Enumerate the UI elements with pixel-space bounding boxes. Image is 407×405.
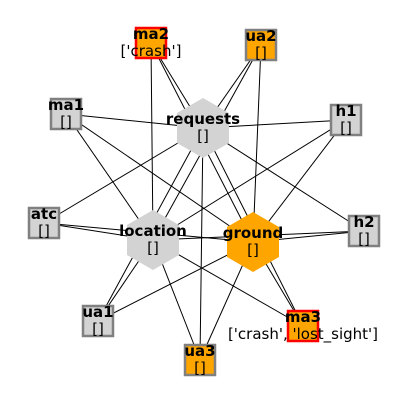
node-ma1-square	[49, 97, 83, 131]
node-h1-square	[329, 103, 363, 137]
node-h1-name: h1	[335, 102, 356, 120]
node-ua2: ua2[]	[244, 27, 278, 62]
node-ua3-square	[183, 343, 217, 377]
node-ma1-value: []	[60, 113, 72, 131]
node-ground-name: ground	[223, 224, 284, 242]
node-location-name: location	[119, 222, 187, 240]
node-ma3-name: ma3	[285, 308, 321, 326]
node-atc-name: atc	[31, 205, 57, 223]
nodes: requests[]location[]ground[]ma2['crash']…	[27, 25, 381, 377]
node-ma1: ma1[]	[48, 96, 84, 131]
node-requests: requests[]	[166, 98, 240, 158]
edge-requests-ua3	[199, 127, 204, 361]
node-atc-square	[27, 206, 61, 240]
node-ua1-value: []	[92, 320, 104, 338]
node-h2-square	[347, 214, 381, 248]
node-ua3-value: []	[194, 359, 206, 377]
node-requests-hexagon	[177, 98, 229, 158]
node-ma2: ma2['crash']	[121, 25, 182, 60]
node-location-hexagon	[127, 210, 179, 270]
node-h2-value: []	[358, 230, 370, 248]
node-ua2-name: ua2	[245, 27, 276, 45]
node-h2-name: h2	[353, 213, 374, 231]
node-requests-name: requests	[166, 110, 240, 128]
edge-requests-atc	[43, 127, 204, 224]
node-h1-value: []	[340, 119, 352, 137]
node-location: location[]	[119, 210, 187, 270]
node-h1: h1[]	[329, 102, 363, 137]
node-ground: ground[]	[223, 212, 284, 272]
edge-ground-ma1	[65, 113, 254, 243]
node-ma2-value: ['crash']	[121, 42, 182, 60]
node-ma3-value: ['crash', 'lost_sight']	[228, 325, 378, 344]
edge-requests-h2	[202, 127, 365, 232]
node-ua1-square	[81, 304, 115, 338]
node-location-value: []	[147, 239, 159, 257]
node-ua2-square	[244, 28, 278, 62]
edge-location-h1	[152, 119, 347, 241]
edge-ground-ua2	[252, 44, 262, 243]
node-ua3: ua3[]	[183, 342, 217, 377]
node-ma2-square	[134, 26, 168, 60]
node-ua2-value: []	[255, 44, 267, 62]
node-ma3: ma3['crash', 'lost_sight']	[228, 308, 378, 344]
node-ground-value: []	[247, 241, 259, 259]
edge-location-ma2	[150, 42, 154, 241]
node-atc: atc[]	[27, 205, 61, 240]
node-ma3-square	[286, 309, 320, 343]
node-ua1-name: ua1	[82, 303, 113, 321]
node-ground-hexagon	[227, 212, 279, 272]
node-ma1-name: ma1	[48, 96, 84, 114]
node-ma2-name: ma2	[133, 25, 169, 43]
node-ua1: ua1[]	[81, 303, 115, 338]
node-requests-value: []	[197, 127, 209, 145]
node-ua3-name: ua3	[184, 342, 215, 360]
node-atc-value: []	[38, 222, 50, 240]
node-h2: h2[]	[347, 213, 381, 248]
